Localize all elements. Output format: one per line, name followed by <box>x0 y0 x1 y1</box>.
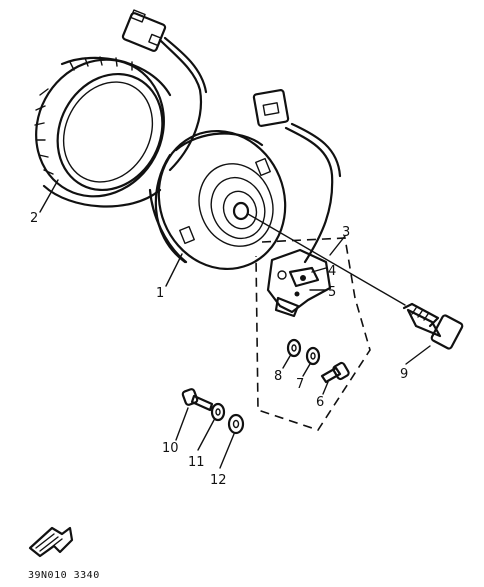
stator-coil-ring <box>34 56 172 208</box>
label-1: 1 <box>156 286 164 301</box>
part-labels: 2 1 3 4 5 6 7 8 9 10 11 12 <box>30 211 408 488</box>
label-2: 2 <box>30 211 38 226</box>
label-12: 12 <box>210 473 227 488</box>
label-7: 7 <box>296 377 304 392</box>
lockwasher-11 <box>210 402 226 422</box>
label-5: 5 <box>328 285 336 300</box>
bolt-10 <box>181 388 214 412</box>
screw-6 <box>320 361 350 384</box>
assembly-centerline <box>247 213 406 306</box>
label-8: 8 <box>274 369 282 384</box>
stator-connector <box>121 9 167 52</box>
rotor-flywheel <box>148 129 287 271</box>
washer-8 <box>286 338 302 358</box>
lockwasher-7 <box>305 346 321 366</box>
label-6: 6 <box>316 395 324 410</box>
label-11: 11 <box>188 455 205 470</box>
pickup-lead-wire <box>284 122 342 264</box>
label-4: 4 <box>328 264 336 279</box>
stator-lead-wire <box>158 36 208 172</box>
label-3: 3 <box>342 225 350 240</box>
leader-lines <box>39 179 431 469</box>
bolt <box>402 302 464 350</box>
drawing-code: 39N010 3340 <box>28 570 100 581</box>
pickup-connector <box>252 89 290 127</box>
forward-arrow-icon <box>28 526 74 558</box>
label-9: 9 <box>400 367 408 382</box>
label-10: 10 <box>162 441 179 456</box>
pickup-bracket <box>266 248 332 318</box>
pickup-coil-assembly-box <box>255 237 371 431</box>
washer-12 <box>227 413 245 435</box>
